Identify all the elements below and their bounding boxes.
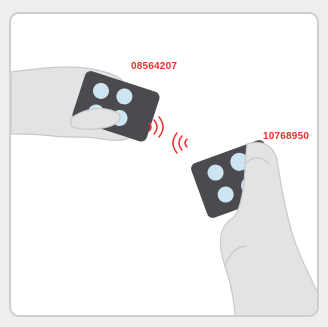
remote-pairing-illustration	[11, 14, 319, 317]
radio-waves-left-icon	[173, 133, 187, 153]
bottom-remote-code: 10768950	[263, 131, 309, 142]
top-remote-code: 08564207	[131, 61, 177, 72]
illustration-card: 08564207 10768950	[9, 12, 319, 317]
